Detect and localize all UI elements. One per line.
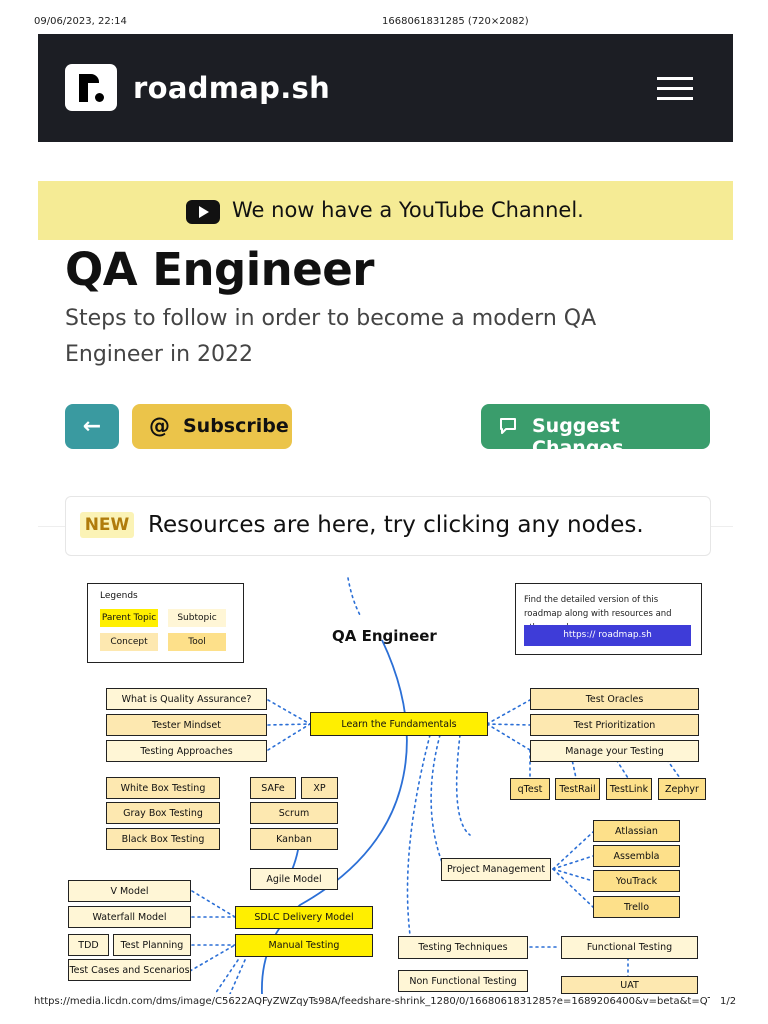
print-header-doc: 1668061831285 (720×2082) xyxy=(382,16,529,27)
print-header-datetime: 09/06/2023, 22:14 xyxy=(34,16,127,27)
node-assembla[interactable]: Assembla xyxy=(593,845,680,867)
node-xp[interactable]: XP xyxy=(301,777,338,799)
legend-concept: Concept xyxy=(100,633,158,651)
roadmap-link-button[interactable]: https:// roadmap.sh xyxy=(524,625,691,646)
node-test-prioritization[interactable]: Test Prioritization xyxy=(530,714,699,736)
node-testlink[interactable]: TestLink xyxy=(606,778,652,800)
node-scrum[interactable]: Scrum xyxy=(250,802,338,824)
node-project-management[interactable]: Project Management xyxy=(441,858,551,881)
node-tester-mindset[interactable]: Tester Mindset xyxy=(106,714,267,736)
page-description: Steps to follow in order to become a mod… xyxy=(65,306,597,367)
node-white-box[interactable]: White Box Testing xyxy=(106,777,220,799)
node-test-oracles[interactable]: Test Oracles xyxy=(530,688,699,710)
node-manual-testing[interactable]: Manual Testing xyxy=(235,934,373,957)
youtube-banner[interactable]: We now have a YouTube Channel. xyxy=(38,181,733,240)
roadmap-diagram: Legends Parent Topic Subtopic Concept To… xyxy=(0,560,768,994)
print-footer-url: https://media.licdn.com/dms/image/C5622A… xyxy=(34,996,710,1007)
at-icon: @ xyxy=(149,414,170,438)
hamburger-menu-icon[interactable] xyxy=(657,77,693,101)
node-non-functional-testing[interactable]: Non Functional Testing xyxy=(398,970,528,992)
node-gray-box[interactable]: Gray Box Testing xyxy=(106,802,220,824)
top-navbar: roadmap.sh xyxy=(38,34,733,142)
node-testing-techniques[interactable]: Testing Techniques xyxy=(398,936,528,959)
node-testing-approaches[interactable]: Testing Approaches xyxy=(106,740,267,762)
node-v-model[interactable]: V Model xyxy=(68,880,191,902)
comment-icon xyxy=(498,416,518,441)
youtube-banner-text: We now have a YouTube Channel. xyxy=(232,198,584,222)
info-box: Find the detailed version of this roadma… xyxy=(515,583,702,655)
legend-box: Legends Parent Topic Subtopic Concept To… xyxy=(87,583,244,663)
suggest-changes-button[interactable]: Suggest Changes xyxy=(481,404,710,459)
new-badge: NEW xyxy=(80,512,134,538)
notice-text: Resources are here, try clicking any nod… xyxy=(148,512,644,538)
print-footer-page: 1/2 xyxy=(720,996,737,1007)
brand-name[interactable]: roadmap.sh xyxy=(133,71,331,105)
roadmap-title: QA Engineer xyxy=(332,627,437,645)
node-atlassian[interactable]: Atlassian xyxy=(593,820,680,842)
node-youtrack[interactable]: YouTrack xyxy=(593,870,680,892)
node-manage-testing[interactable]: Manage your Testing xyxy=(530,740,699,762)
node-waterfall-model[interactable]: Waterfall Model xyxy=(68,906,191,928)
subscribe-label: Subscribe xyxy=(183,415,289,437)
node-black-box[interactable]: Black Box Testing xyxy=(106,828,220,850)
node-tdd[interactable]: TDD xyxy=(68,934,109,956)
node-zephyr[interactable]: Zephyr xyxy=(658,778,706,800)
node-uat[interactable]: UAT xyxy=(561,976,698,994)
subscribe-button[interactable]: @ Subscribe xyxy=(132,404,292,449)
roadmap-logo-icon[interactable] xyxy=(65,64,117,111)
legend-tool: Tool xyxy=(168,633,226,651)
node-agile-model[interactable]: Agile Model xyxy=(250,868,338,890)
youtube-icon xyxy=(186,200,220,224)
node-safe[interactable]: SAFe xyxy=(250,777,296,799)
node-test-cases-scenarios[interactable]: Test Cases and Scenarios xyxy=(68,959,191,981)
suggest-changes-label: Suggest Changes xyxy=(532,415,624,459)
node-testrail[interactable]: TestRail xyxy=(555,778,600,800)
node-qtest[interactable]: qTest xyxy=(510,778,550,800)
node-trello[interactable]: Trello xyxy=(593,896,680,918)
node-kanban[interactable]: Kanban xyxy=(250,828,338,850)
node-test-planning[interactable]: Test Planning xyxy=(113,934,191,956)
node-learn-fundamentals[interactable]: Learn the Fundamentals xyxy=(310,712,488,736)
back-button[interactable]: ← xyxy=(65,404,119,449)
legend-parent-topic: Parent Topic xyxy=(100,609,158,627)
page-title: QA Engineer xyxy=(65,243,374,296)
node-functional-testing[interactable]: Functional Testing xyxy=(561,936,698,959)
node-sdlc-delivery-model[interactable]: SDLC Delivery Model xyxy=(235,906,373,929)
new-resources-notice: NEW Resources are here, try clicking any… xyxy=(65,496,711,556)
legend-subtopic: Subtopic xyxy=(168,609,226,627)
node-what-is-qa[interactable]: What is Quality Assurance? xyxy=(106,688,267,710)
legend-title: Legends xyxy=(100,591,138,601)
